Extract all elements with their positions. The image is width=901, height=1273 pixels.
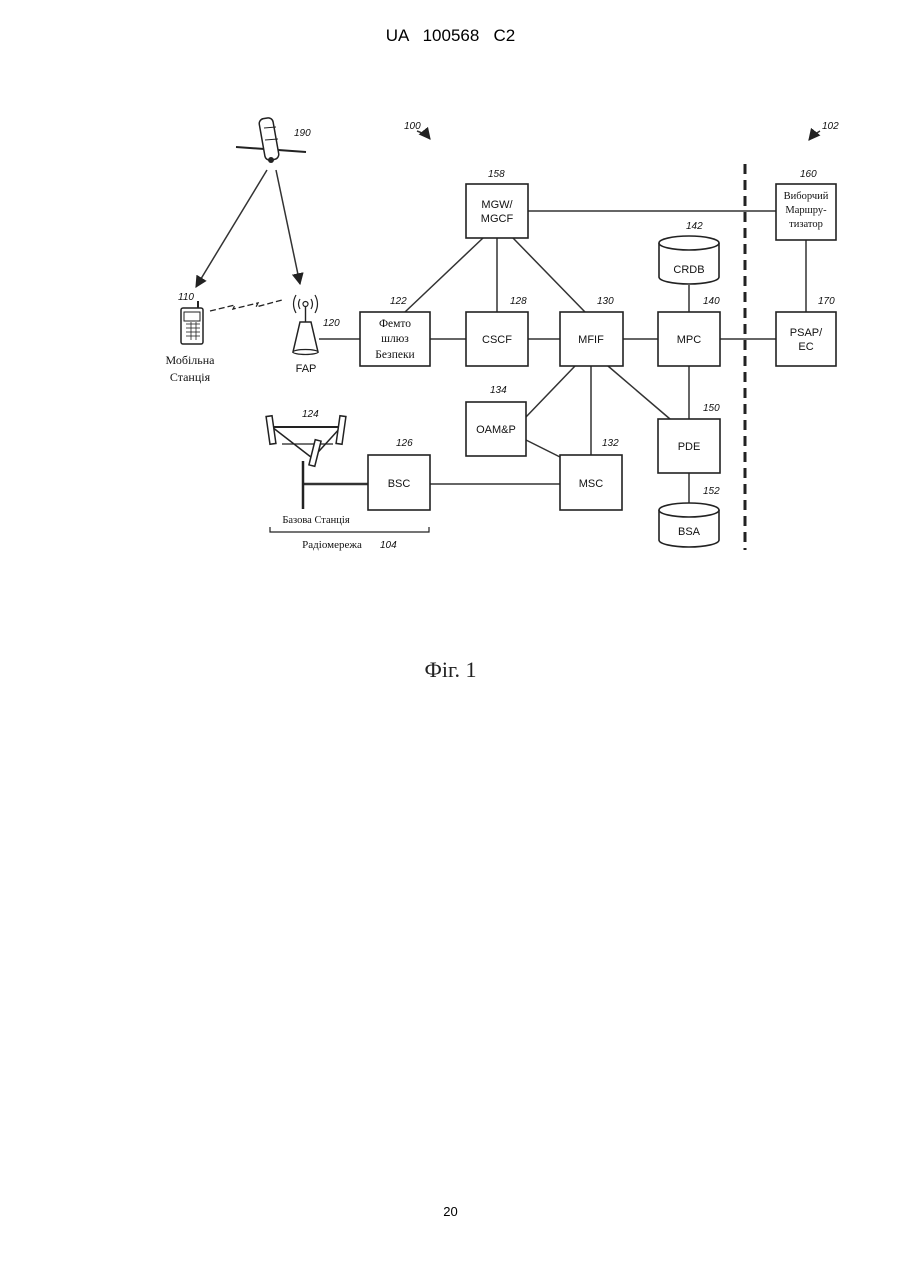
link-mgw-femto <box>405 238 483 312</box>
link-mfif-pde <box>608 366 670 419</box>
ref-102: 102 <box>822 121 839 132</box>
ref-110: 110 <box>178 292 194 303</box>
node-pde: PDE <box>658 419 720 473</box>
mgw-label-line2: MGCF <box>481 213 514 225</box>
mfif-label: MFIF <box>578 334 604 346</box>
satellite-icon <box>236 117 306 163</box>
ref-160: 160 <box>800 169 817 180</box>
ref-128: 128 <box>510 296 527 307</box>
node-mfif: MFIF <box>560 312 623 366</box>
ref-120: 120 <box>323 318 340 329</box>
link-oamp-msc <box>526 440 562 458</box>
mobile-station-label-line1: Мобільна <box>165 353 215 367</box>
oamp-label: OAM&P <box>476 424 516 436</box>
mpc-label: MPC <box>677 334 702 346</box>
radio-network-brace <box>270 527 429 532</box>
wireless-link-icon <box>210 300 282 311</box>
mobile-station-label-line2: Станція <box>170 370 211 384</box>
node-msc: MSC <box>560 455 622 510</box>
ref-142: 142 <box>686 221 703 232</box>
router-label-line2: Маршру- <box>785 205 827 216</box>
node-mgw-mgcf: MGW/ MGCF <box>466 184 528 238</box>
pde-label: PDE <box>678 441 701 453</box>
fap-access-point-icon <box>293 295 318 355</box>
node-oamp: OAM&P <box>466 402 526 456</box>
mobile-phone-icon <box>181 301 203 344</box>
msc-label: MSC <box>579 478 604 490</box>
figure-caption: Фіг. 1 <box>0 657 901 683</box>
bsa-label: BSA <box>678 526 701 538</box>
ref-150: 150 <box>703 403 720 414</box>
router-label-line3: тизатор <box>789 219 823 230</box>
cscf-label: CSCF <box>482 334 512 346</box>
ref-140: 140 <box>703 296 720 307</box>
bsc-label: BSC <box>388 478 411 490</box>
crdb-label: CRDB <box>673 264 704 276</box>
signal-arrow-to-mobile <box>196 170 267 287</box>
node-bsc: BSC <box>368 455 430 510</box>
ref-124: 124 <box>302 409 319 420</box>
node-mpc: MPC <box>658 312 720 366</box>
link-mfif-oamp <box>525 366 575 418</box>
femto-label-line2: шлюз <box>381 333 409 345</box>
base-station-antenna-icon <box>266 416 346 509</box>
node-cscf: CSCF <box>466 312 528 366</box>
ref-122: 122 <box>390 296 407 307</box>
ref-130: 130 <box>597 296 614 307</box>
ref-100: 100 <box>404 121 421 132</box>
signal-arrow-to-fap <box>276 170 300 284</box>
femto-label-line1: Фемто <box>379 318 411 330</box>
ref-132: 132 <box>602 438 619 449</box>
psap-label-line2: EC <box>798 341 813 353</box>
radio-network-label: Радіомережа <box>302 539 362 551</box>
fap-label: FAP <box>296 363 317 375</box>
ref-104: 104 <box>380 540 397 551</box>
node-femto-security-gateway: Фемто шлюз Безпеки <box>360 312 430 366</box>
ref-100-pointer <box>417 131 430 139</box>
router-label-line1: Виборчий <box>784 191 829 202</box>
base-station-label: Базова Станція <box>282 515 350 526</box>
node-selective-router: Виборчий Маршру- тизатор <box>776 184 836 240</box>
ref-170: 170 <box>818 296 835 307</box>
ref-158: 158 <box>488 169 505 180</box>
node-psap-ec: PSAP/ EC <box>776 312 836 366</box>
psap-label-line1: PSAP/ <box>790 327 823 339</box>
ref-102-pointer <box>809 131 820 140</box>
mgw-label-line1: MGW/ <box>481 199 513 211</box>
ref-134: 134 <box>490 385 507 396</box>
ref-190: 190 <box>294 128 311 139</box>
node-crdb-database: CRDB <box>659 236 719 284</box>
femto-label-line3: Безпеки <box>375 349 414 361</box>
node-bsa-database: BSA <box>659 503 719 547</box>
ref-126: 126 <box>396 438 413 449</box>
page-number: 20 <box>0 1204 901 1219</box>
ref-152: 152 <box>703 486 720 497</box>
